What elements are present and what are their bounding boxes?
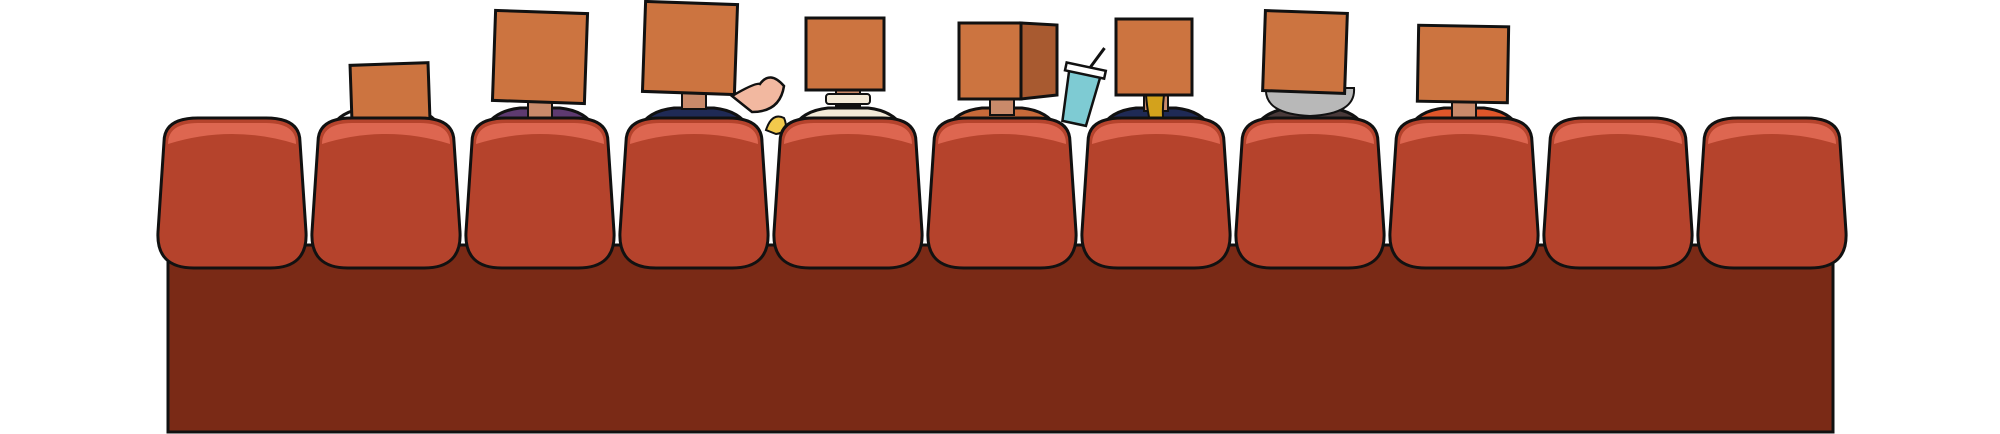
seat-back bbox=[464, 116, 616, 270]
box-head bbox=[490, 8, 590, 106]
seat-highlight bbox=[1246, 123, 1374, 144]
box-head bbox=[1261, 9, 1349, 95]
seat-7 bbox=[1080, 116, 1232, 270]
box-head-front bbox=[804, 16, 886, 92]
seat-highlight bbox=[168, 123, 296, 144]
box-head-front bbox=[1415, 23, 1511, 105]
waving-hand-icon bbox=[729, 76, 786, 114]
seat-back bbox=[1542, 116, 1694, 270]
seat-5 bbox=[772, 116, 924, 270]
seat-back bbox=[926, 116, 1078, 270]
box-head bbox=[804, 16, 886, 92]
seat-highlight bbox=[630, 123, 758, 144]
seat-row bbox=[156, 116, 1848, 270]
seat-back bbox=[772, 116, 924, 270]
cup-straw bbox=[1088, 47, 1106, 69]
seat-highlight bbox=[784, 123, 912, 144]
seat-back bbox=[618, 116, 770, 270]
seat-10 bbox=[1542, 116, 1694, 270]
seat-highlight bbox=[1092, 123, 1220, 144]
seat-3 bbox=[464, 116, 616, 270]
seat-2 bbox=[310, 116, 462, 270]
box-head-front bbox=[1261, 9, 1349, 95]
seat-9 bbox=[1388, 116, 1540, 270]
seat-highlight bbox=[1400, 123, 1528, 144]
seat-highlight bbox=[476, 123, 604, 144]
seat-highlight bbox=[938, 123, 1066, 144]
seat-highlight bbox=[322, 123, 450, 144]
box-head bbox=[1415, 23, 1511, 105]
collar bbox=[825, 93, 871, 105]
box-head-front bbox=[490, 8, 590, 106]
cup-lid bbox=[1063, 61, 1108, 81]
seat-highlight bbox=[1708, 123, 1836, 144]
seat-back bbox=[310, 116, 462, 270]
box-head-front bbox=[1114, 17, 1194, 97]
box-head bbox=[957, 21, 1059, 101]
seat-back bbox=[1388, 116, 1540, 270]
seat-back bbox=[1234, 116, 1386, 270]
seat-11 bbox=[1696, 116, 1848, 270]
seat-6 bbox=[926, 116, 1078, 270]
box-head bbox=[1114, 17, 1194, 97]
box-head-side bbox=[1019, 21, 1059, 101]
box-head-front bbox=[348, 61, 432, 123]
seat-highlight bbox=[1554, 123, 1682, 144]
seat-1 bbox=[156, 116, 308, 270]
seat-back bbox=[1696, 116, 1848, 270]
box-head-front bbox=[640, 0, 740, 97]
soda-cup-icon bbox=[1061, 47, 1108, 128]
seat-8 bbox=[1234, 116, 1386, 270]
box-head bbox=[348, 61, 432, 123]
seat-4 bbox=[618, 116, 770, 270]
hair bbox=[1264, 87, 1356, 118]
box-head-front bbox=[957, 21, 1023, 101]
seat-back bbox=[1080, 116, 1232, 270]
seat-back bbox=[156, 116, 308, 270]
seat-row-base bbox=[166, 243, 1835, 434]
box-head bbox=[640, 0, 740, 97]
